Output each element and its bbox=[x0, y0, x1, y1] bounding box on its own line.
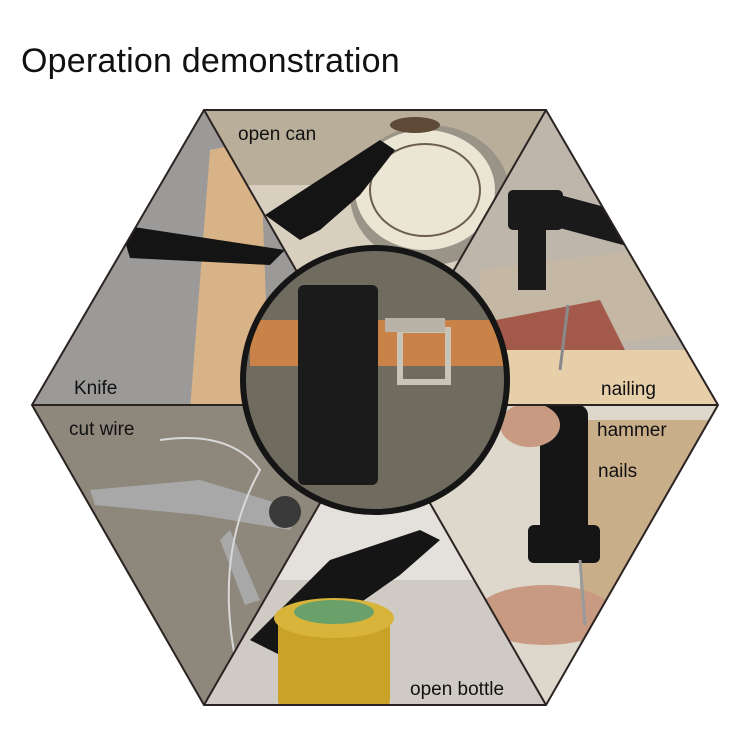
can-opener-icon bbox=[265, 140, 395, 240]
knife-blade-icon bbox=[120, 225, 285, 265]
hand-icon bbox=[500, 405, 560, 447]
can-lid-icon bbox=[355, 130, 495, 250]
center-belt-holster bbox=[240, 245, 510, 515]
label-nailing: nailing bbox=[601, 379, 656, 400]
label-open-bottle: open bottle bbox=[410, 679, 505, 700]
label-open-can: open can bbox=[238, 124, 317, 145]
label-hammer: hammer bbox=[597, 420, 667, 441]
nail-icon bbox=[558, 304, 570, 371]
label-nails: nails bbox=[598, 461, 638, 482]
wire-icon bbox=[159, 437, 262, 681]
page-title: Operation demonstration bbox=[21, 42, 400, 80]
label-cut-wire: cut wire bbox=[69, 419, 135, 440]
hammer-handle-icon bbox=[540, 405, 588, 545]
belt-icon bbox=[250, 320, 507, 366]
label-knife: Knife bbox=[74, 378, 118, 399]
pliers-icon bbox=[90, 480, 300, 530]
holster-icon bbox=[298, 285, 378, 485]
bottle-icon bbox=[278, 615, 390, 705]
